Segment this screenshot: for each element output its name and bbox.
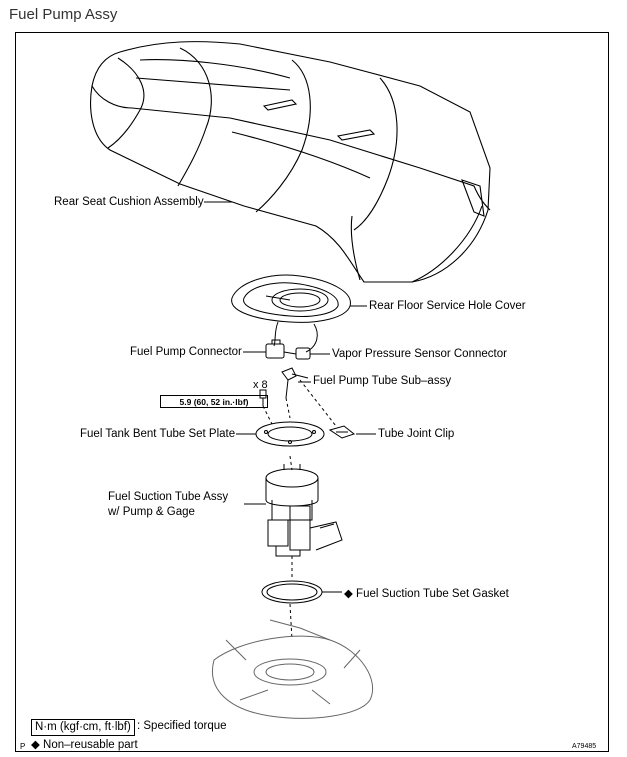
figure-code: A79485 xyxy=(572,743,597,750)
set-plate-drawing xyxy=(255,421,325,447)
label-fuel-suction-2: w/ Pump & Gage xyxy=(108,506,195,518)
pump-tube-drawing xyxy=(281,367,309,399)
fuel-suction-tube-drawing xyxy=(265,464,343,557)
tube-joint-clip-drawing xyxy=(328,425,356,439)
rear-seat-cushion-drawing xyxy=(90,41,491,283)
label-vapor-connector: Vapor Pressure Sensor Connector xyxy=(332,348,507,360)
label-floor-cover: Rear Floor Service Hole Cover xyxy=(369,300,526,312)
floor-cover-drawing xyxy=(231,274,351,323)
gasket-drawing xyxy=(261,580,323,604)
corner-mark: P xyxy=(20,742,26,751)
connectors-drawing xyxy=(265,321,318,360)
diagram-frame xyxy=(15,32,609,752)
fuel-tank-drawing xyxy=(212,619,374,719)
legend-non-reusable: ◆ Non–reusable part xyxy=(31,739,138,751)
guide-lines xyxy=(262,379,337,641)
label-fuel-suction-1: Fuel Suction Tube Assy xyxy=(108,491,229,503)
legend-unit-text: : Specified torque xyxy=(137,720,227,732)
label-tube-joint-clip: Tube Joint Clip xyxy=(378,428,455,440)
legend-unit-box: N·m (kgf·cm, ft·lbf) xyxy=(31,719,135,736)
label-pump-tube: Fuel Pump Tube Sub–assy xyxy=(313,375,452,387)
page-title: Fuel Pump Assy xyxy=(9,6,118,23)
label-gasket: ◆ Fuel Suction Tube Set Gasket xyxy=(344,588,509,600)
label-set-plate: Fuel Tank Bent Tube Set Plate xyxy=(80,428,236,440)
label-pump-connector: Fuel Pump Connector xyxy=(130,346,242,358)
bolt-quantity: x 8 xyxy=(253,379,268,391)
torque-spec-box: 5.9 (60, 52 in.·lbf) xyxy=(160,395,268,408)
label-rear-seat: Rear Seat Cushion Assembly xyxy=(54,196,204,208)
